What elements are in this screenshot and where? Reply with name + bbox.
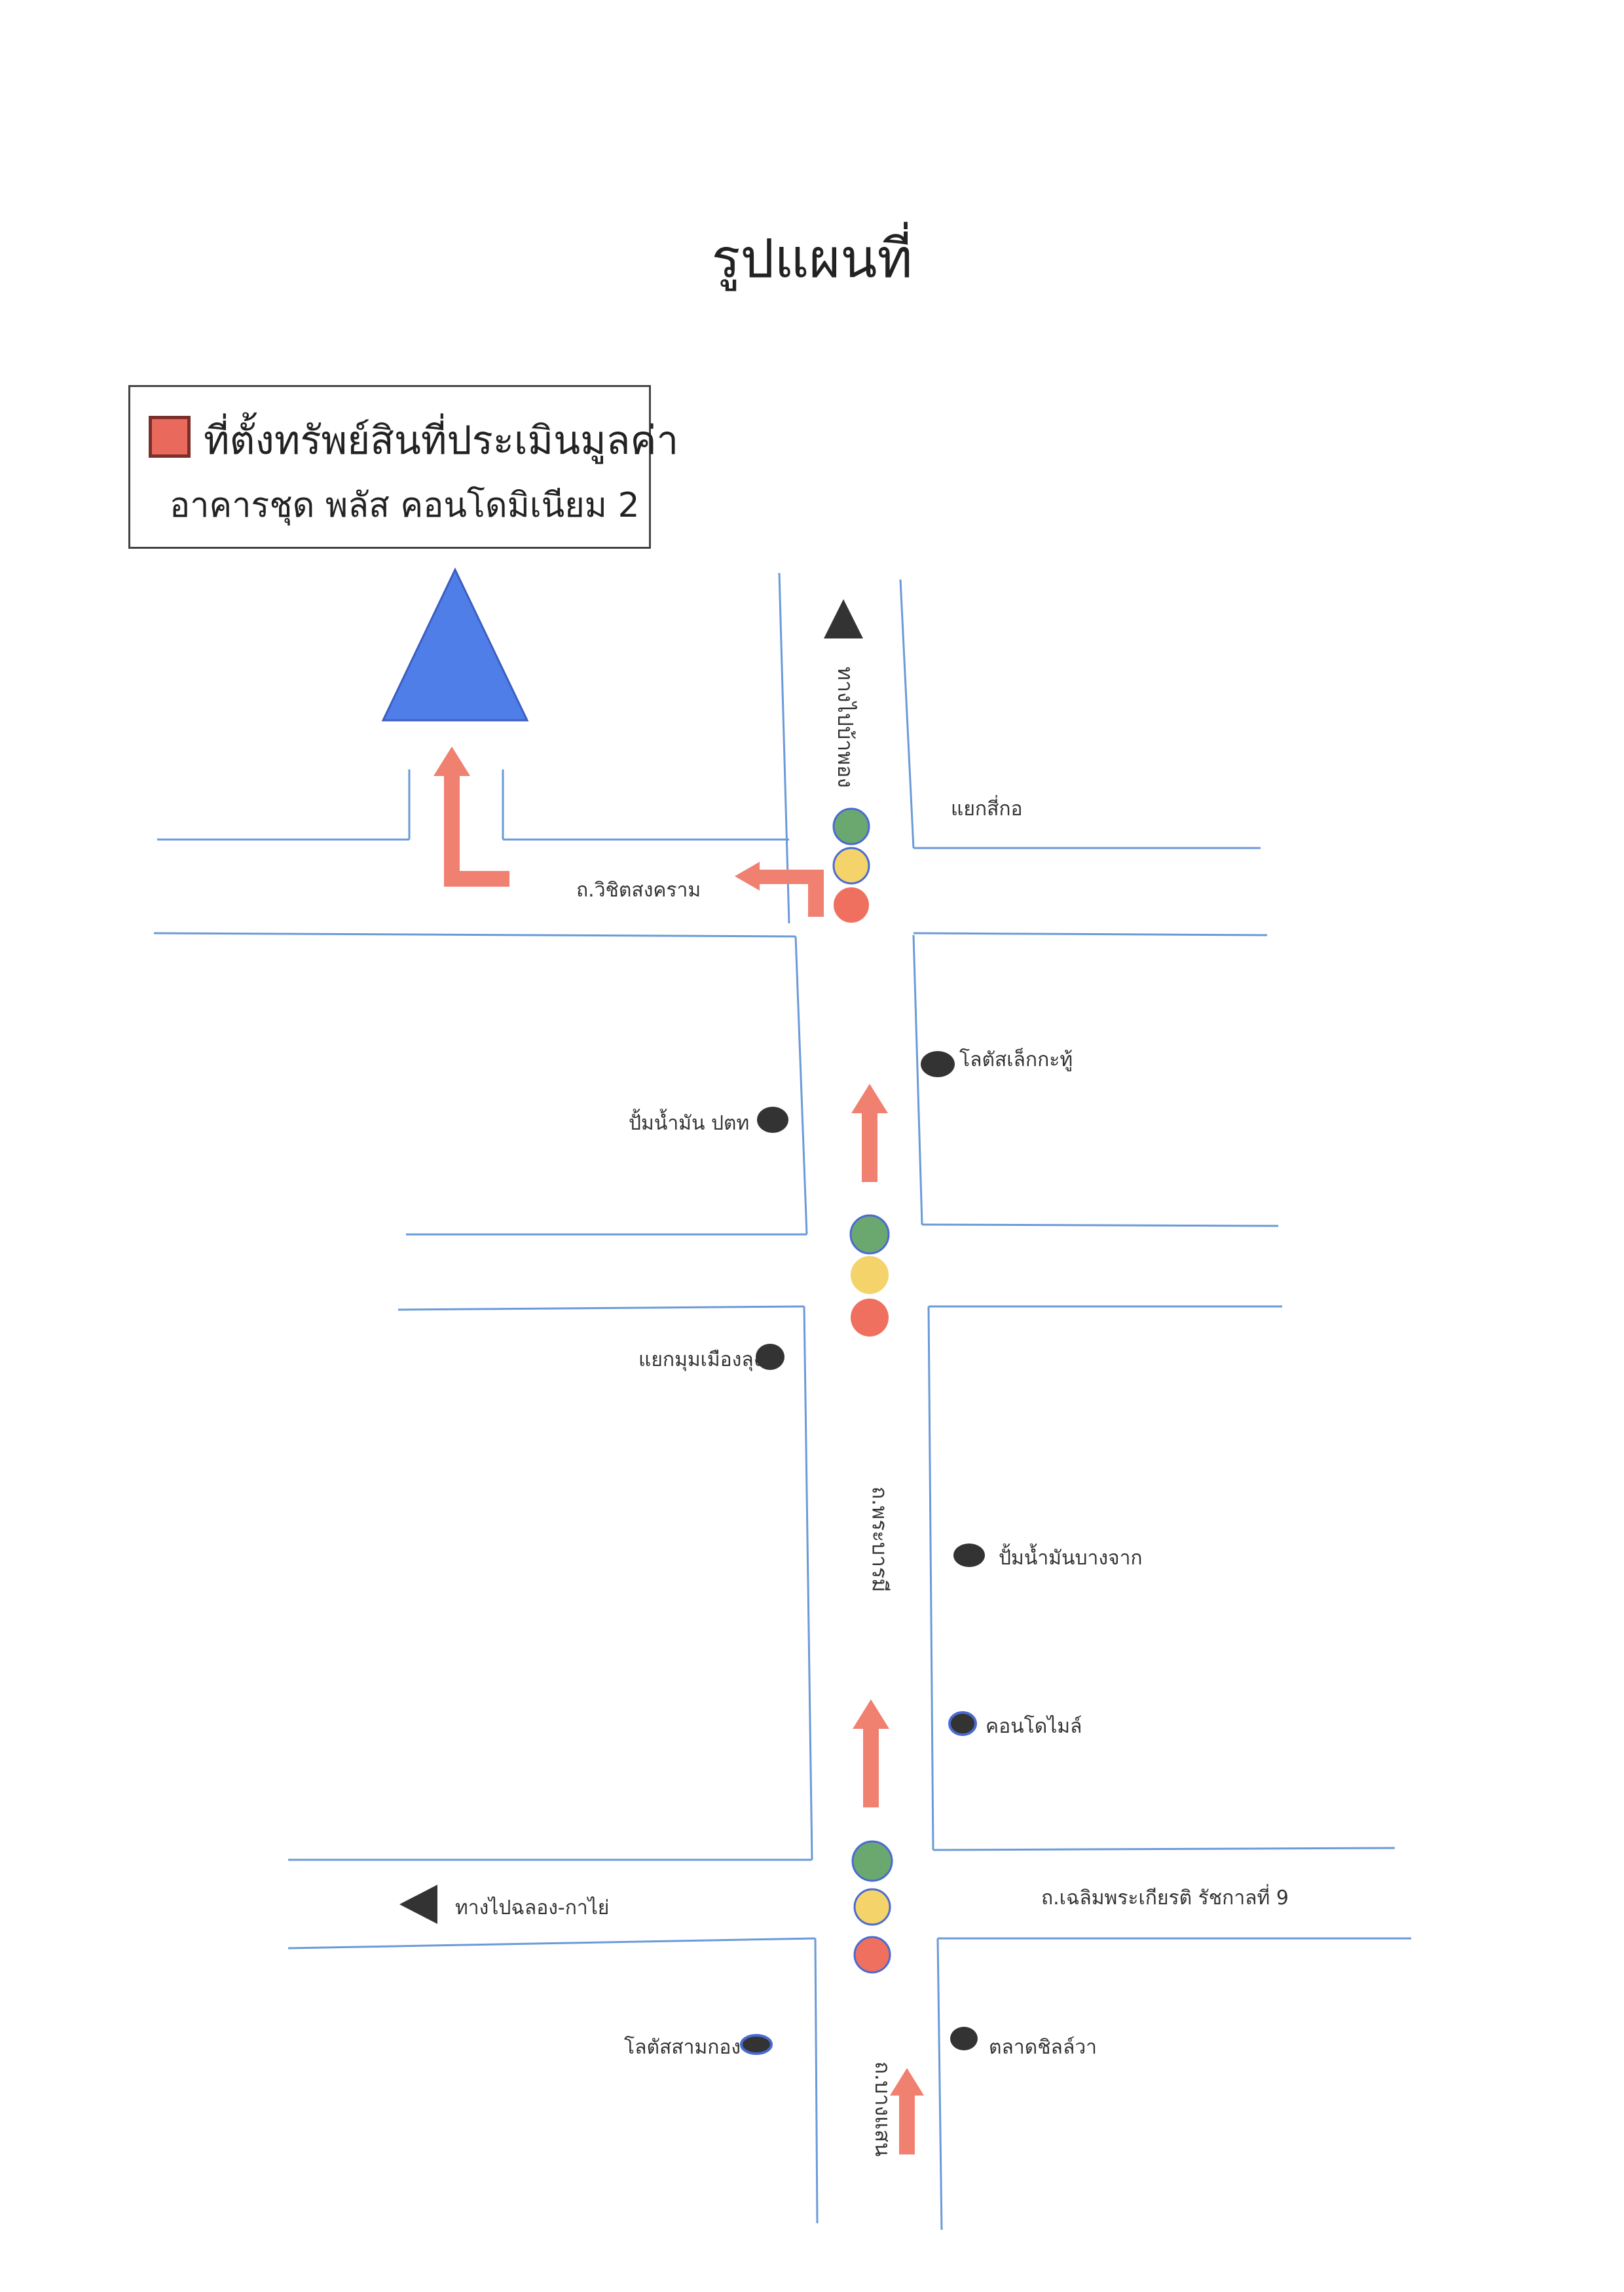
label-bangchak-station: ปั้มน้ำมันบางจาก (999, 1547, 1143, 1570)
label-bottom-road: ถ.บางแสน (870, 2061, 896, 2157)
road-edge (936, 1938, 943, 2230)
page-title: รูปแผนที่ (711, 228, 913, 290)
traffic-light-icon (851, 1256, 889, 1294)
landmark-dot-icon (757, 1107, 788, 1133)
road-edge (397, 1305, 805, 1311)
route-arrow-icon (890, 2068, 924, 2154)
route-arrows (434, 747, 924, 2154)
road-edge (153, 932, 796, 938)
west-arrow-icon (399, 1885, 437, 1924)
label-phra-barami-road: ถ.พระบารมี (867, 1486, 893, 1593)
traffic-light-icon (849, 1214, 890, 1255)
road-edge (287, 1937, 816, 1950)
road-edge (794, 936, 808, 1235)
landmark-dot-icon (921, 1051, 955, 1077)
legend-swatch-icon (149, 416, 191, 458)
road-edge (803, 1306, 813, 1860)
target-triangle-icon (381, 567, 529, 722)
traffic-light-icon (851, 1299, 889, 1337)
label-lotus-kathu: โลตัสเล็กกะทู้ (959, 1048, 1073, 1071)
traffic-light-icon (851, 1840, 893, 1882)
label-condo-mile: คอนโดไมล์ (986, 1715, 1082, 1738)
traffic-light-icon (832, 807, 870, 845)
legend-line-1: ที่ตั้งทรัพย์สินที่ประเมินมูลค่า (204, 418, 679, 464)
road-edge (912, 934, 923, 1225)
landmarks (740, 1051, 985, 2055)
route-arrow-icon (735, 862, 824, 917)
road-edge (927, 1306, 934, 1851)
legend: ที่ตั้งทรัพย์สินที่ประเมินมูลค่า อาคารชุ… (128, 385, 678, 549)
road-edge (932, 1847, 1395, 1851)
road-edge (913, 932, 1268, 936)
label-to-chalong-kathu: ทางไปฉลอง-กาไย่ (455, 1896, 610, 1919)
landmark-dot-icon (756, 1344, 784, 1370)
landmark-dot-icon (740, 2034, 773, 2055)
route-arrow-icon (434, 747, 509, 887)
road-network (153, 572, 1411, 2230)
label-muang-lung: แยกมุมเมืองลุง (638, 1348, 764, 1371)
label-wichit-road: ถ.วิชิตสงคราม (576, 879, 701, 902)
label-ptt-station: ปั้มน้ำมัน ปตท (629, 1112, 750, 1135)
route-arrow-icon (853, 1699, 889, 1807)
north-arrow-icon (824, 599, 863, 638)
landmark-dot-icon (950, 2027, 978, 2050)
traffic-light-icon (832, 847, 870, 885)
road-edge (814, 1938, 819, 2224)
route-arrow-icon (851, 1084, 888, 1182)
landmark-dot-icon (953, 1543, 985, 1567)
label-lotus-samkong: โลตัสสามกอง (624, 2036, 741, 2059)
label-silsa-market: ตลาดชิลล์วา (989, 2036, 1098, 2059)
label-to-ban-pho: ทางไปบ้าพอง (833, 666, 858, 788)
road-edge (921, 1223, 1279, 1227)
traffic-light-icon (834, 887, 869, 923)
road-edge (778, 572, 790, 924)
label-chaloem-road: ถ.เฉลิมพระเกียรติ รัชกาลที่ 9 (1041, 1887, 1289, 1910)
legend-line-2: อาคารชุด พลัส คอนโดมิเนียม 2 (170, 486, 640, 525)
label-sikor-junction: แยกสี่กอ (951, 798, 1023, 821)
road-edge (899, 579, 915, 849)
traffic-light-icon (853, 1936, 891, 1974)
traffic-light-icon (853, 1888, 891, 1926)
traffic-lights (832, 807, 893, 1974)
landmark-dot-icon (948, 1711, 977, 1736)
